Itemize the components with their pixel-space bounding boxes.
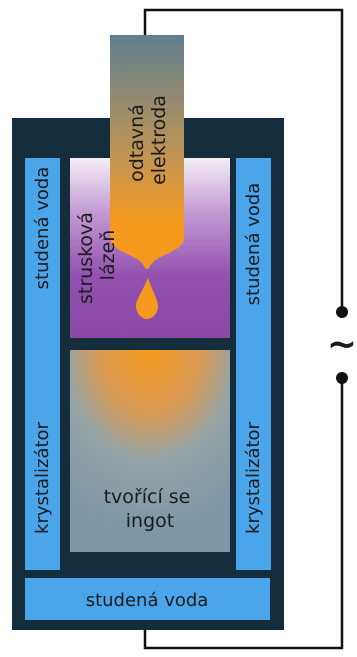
crystallizer-right-label: krystalizátor	[243, 421, 264, 533]
consumable-electrode	[110, 35, 184, 269]
electrode-label: odtavná elektroda	[126, 95, 170, 185]
power-circuit-wire	[143, 8, 344, 650]
terminal-bottom	[336, 372, 348, 384]
cooling-water-left	[25, 158, 60, 570]
ingot-label: tvořící se ingot	[104, 486, 197, 532]
ac-source-symbol: ~	[327, 324, 357, 365]
molten-droplet	[136, 278, 158, 319]
terminal-top	[336, 306, 348, 318]
cooling-water-bottom	[25, 578, 270, 620]
water-bottom-label: studená voda	[86, 590, 209, 611]
water-right-label: studená voda	[243, 183, 264, 306]
slag-bath-label: strusková lázeň	[75, 206, 119, 304]
forming-ingot	[70, 350, 230, 552]
cooling-water-right	[236, 158, 271, 570]
crystallizer-left-label: krystalizátor	[32, 421, 53, 533]
water-left-label: studená voda	[32, 167, 53, 290]
